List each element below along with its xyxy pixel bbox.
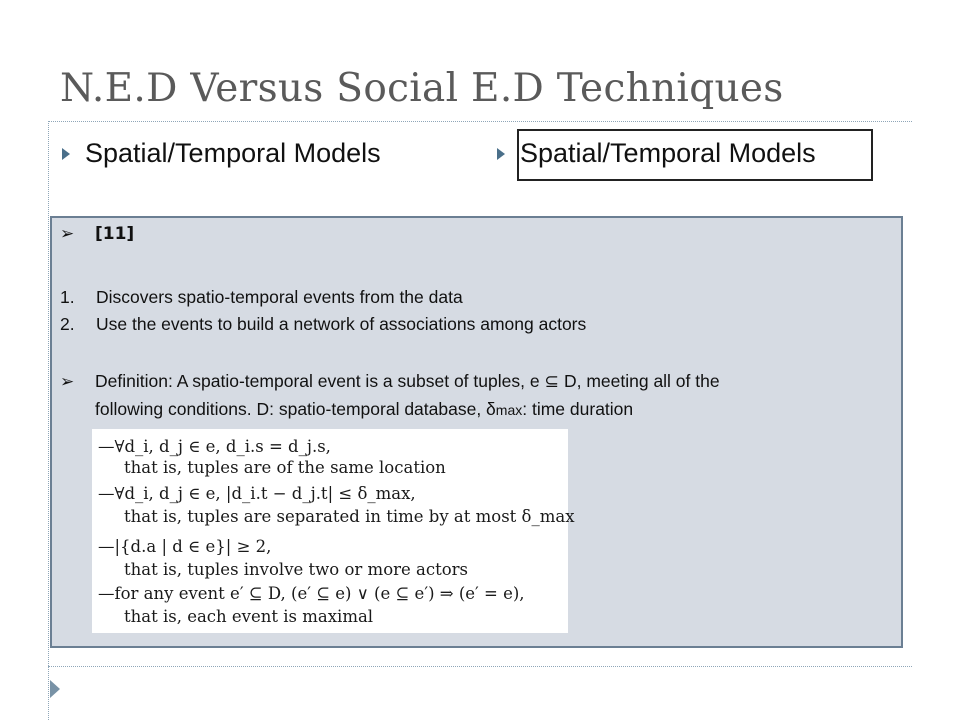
definition-line-1: ➢ Definition: A spatio-temporal event is … (60, 371, 720, 392)
bullet-triangle-icon (62, 147, 70, 160)
bullet-left: Spatial/Temporal Models (62, 138, 381, 169)
formula-image: —∀d_i, d_j ∈ e, d_i.s = d_j.s, that is, … (92, 429, 575, 633)
bullet-right: Spatial/Temporal Models (497, 138, 816, 169)
list-item: 1. Discovers spatio-temporal events from … (60, 287, 463, 308)
list-item-text: Use the events to build a network of ass… (96, 314, 587, 334)
formula-line: —∀d_i, d_j ∈ e, d_i.s = d_j.s, (98, 437, 331, 456)
definition-text-a: Definition: A spatio-temporal event is a… (95, 371, 545, 391)
list-number: 2. (60, 314, 75, 334)
subset-symbol: ⊆ (544, 371, 560, 391)
bullet-right-text: Spatial/Temporal Models (520, 138, 816, 168)
delta-subscript: max (495, 402, 523, 418)
formula-line: —∀d_i, d_j ∈ e, |d_i.t − d_j.t| ≤ δ_max, (98, 484, 416, 503)
footer-divider (48, 666, 912, 667)
definition-text-c: following conditions. D: spatio-temporal… (95, 399, 496, 419)
slide-corner-triangle-icon (50, 680, 60, 698)
highlight-box (517, 129, 873, 181)
arrow-bullet-icon: ➢ (60, 224, 75, 244)
reference-label: [11] (95, 224, 135, 244)
definition-text-b: D, meeting all of the (559, 371, 720, 391)
left-guide-line (48, 121, 49, 720)
formula-line: that is, each event is maximal (124, 607, 374, 626)
formula-line: —|{d.a | d ∈ e}| ≥ 2, (98, 537, 272, 556)
list-item-text: Discovers spatio-temporal events from th… (96, 287, 463, 307)
formula-line: that is, tuples involve two or more acto… (124, 560, 469, 579)
definition-line-2: following conditions. D: spatio-temporal… (95, 399, 633, 420)
arrow-bullet-icon: ➢ (60, 372, 75, 391)
bullet-left-text: Spatial/Temporal Models (85, 138, 381, 168)
formula-line: —for any event e′ ⊆ D, (e′ ⊆ e) ∨ (e ⊆ e… (98, 584, 525, 603)
definition-text-d: : time duration (522, 399, 634, 419)
bullet-triangle-icon (497, 147, 505, 160)
reference-heading: ➢ [11] (60, 224, 134, 244)
title-divider (48, 121, 912, 122)
list-item: 2. Use the events to build a network of a… (60, 314, 586, 335)
slide-title: N.E.D Versus Social E.D Techniques (60, 66, 784, 111)
list-number: 1. (60, 287, 75, 307)
formula-line: that is, tuples are separated in time by… (124, 507, 575, 526)
formula-line: that is, tuples are of the same location (124, 458, 446, 477)
